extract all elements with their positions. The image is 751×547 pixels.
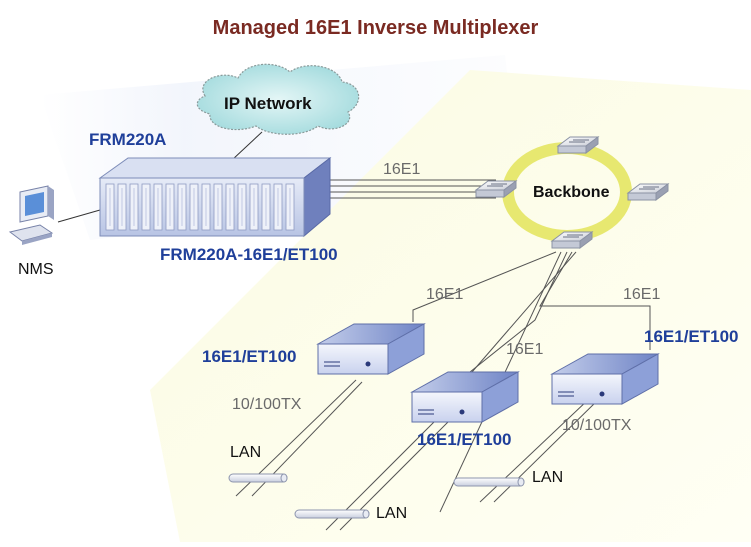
- cloud-link-line: [231, 131, 263, 161]
- remote-right-label: 16E1/ET100: [644, 327, 739, 346]
- converter-device-icon: [316, 323, 426, 375]
- middle-link-label: 16E1: [506, 341, 544, 358]
- chassis-link-label: 16E1: [383, 161, 421, 178]
- diagram-title: Managed 16E1 Inverse Multiplexer: [212, 17, 539, 39]
- lan-middle-label: LAN: [376, 505, 408, 522]
- eth-right-label: 10/100TX: [562, 417, 632, 434]
- lan-left-label: LAN: [230, 444, 262, 461]
- frm220a-label: FRM220A: [89, 130, 167, 149]
- lan-segment-icon: [228, 473, 288, 483]
- converter-device-icon: [550, 353, 660, 405]
- switch-icon: [474, 180, 518, 198]
- backbone-label: Backbone: [533, 184, 610, 201]
- ip-network-label: IP Network: [224, 94, 312, 113]
- nms-link-line: [57, 209, 101, 223]
- converter-device-icon: [410, 371, 520, 423]
- switch-icon: [626, 183, 670, 201]
- right-link-label: 16E1: [623, 286, 661, 303]
- lan-segment-icon: [453, 477, 525, 487]
- lan-segment-icon: [294, 509, 370, 519]
- nms-label: NMS: [18, 261, 54, 278]
- eth-left-label: 10/100TX: [232, 396, 302, 413]
- frm220a-card-label: FRM220A-16E1/ET100: [160, 245, 338, 264]
- rack-chassis-icon: [98, 156, 332, 238]
- cloud-icon: [196, 63, 360, 135]
- switch-icon: [550, 231, 594, 249]
- switch-icon: [556, 136, 600, 154]
- remote-middle-label: 16E1/ET100: [417, 430, 512, 449]
- remote-left-label: 16E1/ET100: [202, 347, 297, 366]
- computer-icon: [8, 185, 54, 245]
- lan-right-label: LAN: [532, 469, 564, 486]
- chassis-backbone-link: [318, 179, 496, 199]
- left-link-label: 16E1: [426, 286, 464, 303]
- background-panel-yellow: [150, 70, 751, 542]
